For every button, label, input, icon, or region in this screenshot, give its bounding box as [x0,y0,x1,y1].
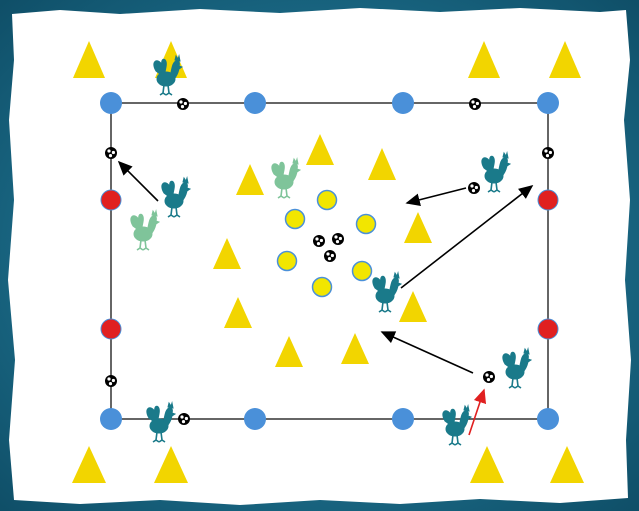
blue-marker [100,92,122,114]
yellow-disc [353,262,372,281]
blue-marker [392,92,414,114]
yellow-disc [357,215,376,234]
soccer-ball-icon [483,371,495,383]
red-marker [538,190,558,210]
soccer-ball-icon [324,250,336,262]
yellow-disc [278,252,297,271]
red-marker [101,319,121,339]
blue-marker [537,92,559,114]
blue-marker [537,408,559,430]
yellow-disc [286,210,305,229]
paper-sheet [8,8,631,505]
red-marker [538,319,558,339]
soccer-ball-icon [469,98,481,110]
soccer-ball-icon [332,233,344,245]
blue-marker [244,408,266,430]
soccer-ball-icon [177,98,189,110]
yellow-disc [313,278,332,297]
soccer-ball-icon [178,413,190,425]
soccer-ball-icon [105,375,117,387]
blue-marker [244,92,266,114]
soccer-ball-icon [105,147,117,159]
blue-marker [100,408,122,430]
blue-marker [392,408,414,430]
yellow-disc [318,191,337,210]
soccer-ball-icon [542,147,554,159]
soccer-ball-icon [468,182,480,194]
soccer-ball-icon [313,235,325,247]
red-marker [101,190,121,210]
